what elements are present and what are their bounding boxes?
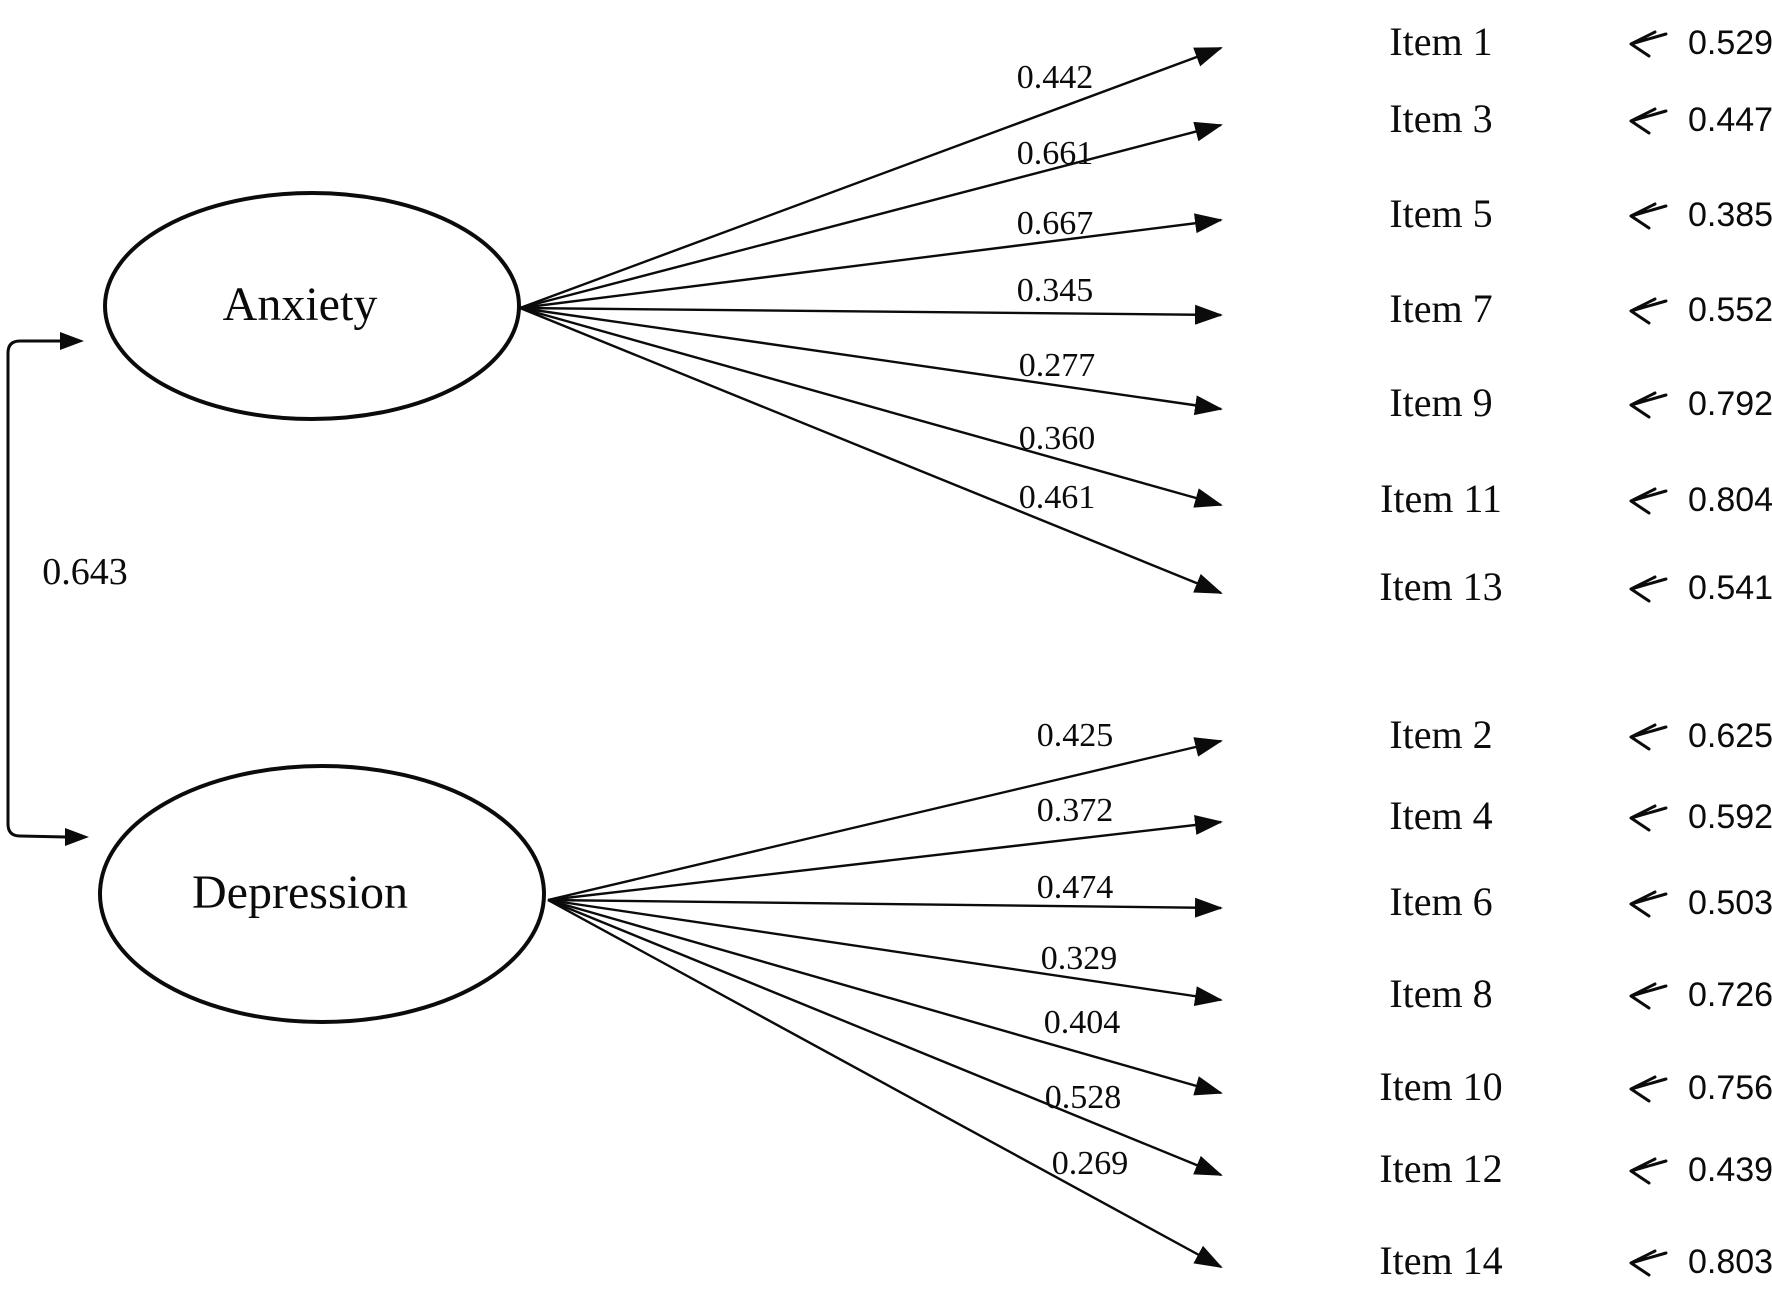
loading-arrow: [547, 737, 1223, 902]
item-box: [1257, 784, 1625, 848]
item-box: [1257, 10, 1625, 74]
loading-arrow: [519, 306, 1223, 508]
correlation-value: 0.643: [42, 551, 128, 593]
item-box: [1257, 1055, 1625, 1119]
error-value: 0.756: [1688, 1069, 1772, 1107]
error-arrow: [1629, 804, 1668, 832]
item-box: [1257, 87, 1625, 151]
item-box: [1257, 1229, 1625, 1293]
item-label: Item 11: [1380, 476, 1502, 521]
error-arrow: [1629, 297, 1668, 325]
error-value: 0.385: [1688, 196, 1772, 234]
loading-arrow: [519, 213, 1223, 310]
error-value: 0.804: [1688, 481, 1772, 519]
loading-value: 0.329: [1041, 940, 1118, 977]
error-arrow: [1629, 391, 1668, 419]
item-label: Item 8: [1389, 971, 1492, 1016]
item-label: Item 12: [1379, 1146, 1502, 1191]
item-label: Item 10: [1379, 1064, 1502, 1109]
item-box: [1257, 277, 1625, 341]
item-label: Item 1: [1389, 19, 1492, 64]
loading-value: 0.345: [1017, 272, 1094, 309]
item-box: [1257, 555, 1625, 619]
item-label: Item 4: [1389, 793, 1492, 838]
item-box: [1257, 870, 1625, 934]
error-value: 0.726: [1688, 976, 1772, 1014]
error-arrow: [1629, 575, 1668, 603]
loading-arrow: [547, 898, 1223, 1007]
error-value: 0.625: [1688, 717, 1772, 755]
depression-ellipse: [98, 764, 546, 1024]
item-label: Item 6: [1389, 879, 1492, 924]
error-value: 0.503: [1688, 884, 1772, 922]
error-value: 0.541: [1688, 569, 1772, 607]
item-box: [1257, 467, 1625, 531]
item-box: [1257, 1137, 1625, 1201]
loading-value: 0.425: [1037, 717, 1114, 754]
error-value: 0.529: [1688, 24, 1772, 62]
loading-arrow: [547, 898, 1223, 1177]
error-value: 0.439: [1688, 1151, 1772, 1189]
loading-value: 0.360: [1019, 420, 1096, 457]
loading-value: 0.277: [1019, 347, 1096, 384]
loading-arrow: [519, 121, 1223, 310]
loading-arrow: [547, 898, 1223, 1269]
depression-label: Depression: [192, 866, 408, 919]
loading-value: 0.372: [1037, 792, 1114, 829]
loading-arrow: [519, 306, 1223, 416]
error-arrow: [1629, 982, 1668, 1010]
correlation-path: [6, 339, 67, 839]
error-arrow: [1629, 30, 1668, 58]
anxiety-ellipse: [103, 191, 521, 421]
error-arrow: [1629, 890, 1668, 918]
error-arrow: [1629, 107, 1668, 135]
error-arrow: [1629, 1075, 1668, 1103]
error-value: 0.792: [1688, 385, 1772, 423]
loading-value: 0.461: [1019, 479, 1096, 516]
item-label: Item 14: [1379, 1238, 1502, 1283]
item-label: Item 2: [1389, 712, 1492, 757]
item-box: [1257, 182, 1625, 246]
error-value: 0.592: [1688, 798, 1772, 836]
error-value: 0.447: [1688, 101, 1772, 139]
item-box: [1257, 703, 1625, 767]
error-arrow: [1629, 202, 1668, 230]
error-arrow: [1629, 487, 1668, 515]
loading-value: 0.269: [1052, 1145, 1129, 1182]
item-label: Item 13: [1379, 564, 1502, 609]
loading-arrow: [519, 46, 1223, 310]
loading-arrow: [519, 306, 1223, 595]
error-arrow: [1629, 1157, 1668, 1185]
error-arrow: [1629, 723, 1668, 751]
item-label: Item 5: [1389, 191, 1492, 236]
loading-value: 0.661: [1017, 135, 1094, 172]
item-label: Item 9: [1389, 380, 1492, 425]
item-label: Item 3: [1389, 96, 1492, 141]
loading-value: 0.442: [1017, 59, 1094, 96]
loading-value: 0.404: [1044, 1004, 1121, 1041]
error-value: 0.803: [1688, 1243, 1772, 1281]
item-box: [1257, 962, 1625, 1026]
loading-arrow: [547, 898, 1223, 1096]
error-arrow: [1629, 1249, 1668, 1277]
loading-value: 0.667: [1017, 205, 1094, 242]
correlation-arrowhead-top: [60, 332, 84, 350]
loading-arrow: [547, 815, 1223, 902]
item-label: Item 7: [1389, 286, 1492, 331]
loading-value: 0.474: [1037, 869, 1114, 906]
correlation-arrowhead-bottom: [65, 828, 89, 846]
loading-value: 0.528: [1045, 1079, 1122, 1116]
anxiety-label: Anxiety: [223, 278, 378, 331]
item-box: [1257, 371, 1625, 435]
loading-arrow: [519, 304, 1223, 325]
loading-arrow: [547, 897, 1223, 918]
error-value: 0.552: [1688, 291, 1772, 329]
